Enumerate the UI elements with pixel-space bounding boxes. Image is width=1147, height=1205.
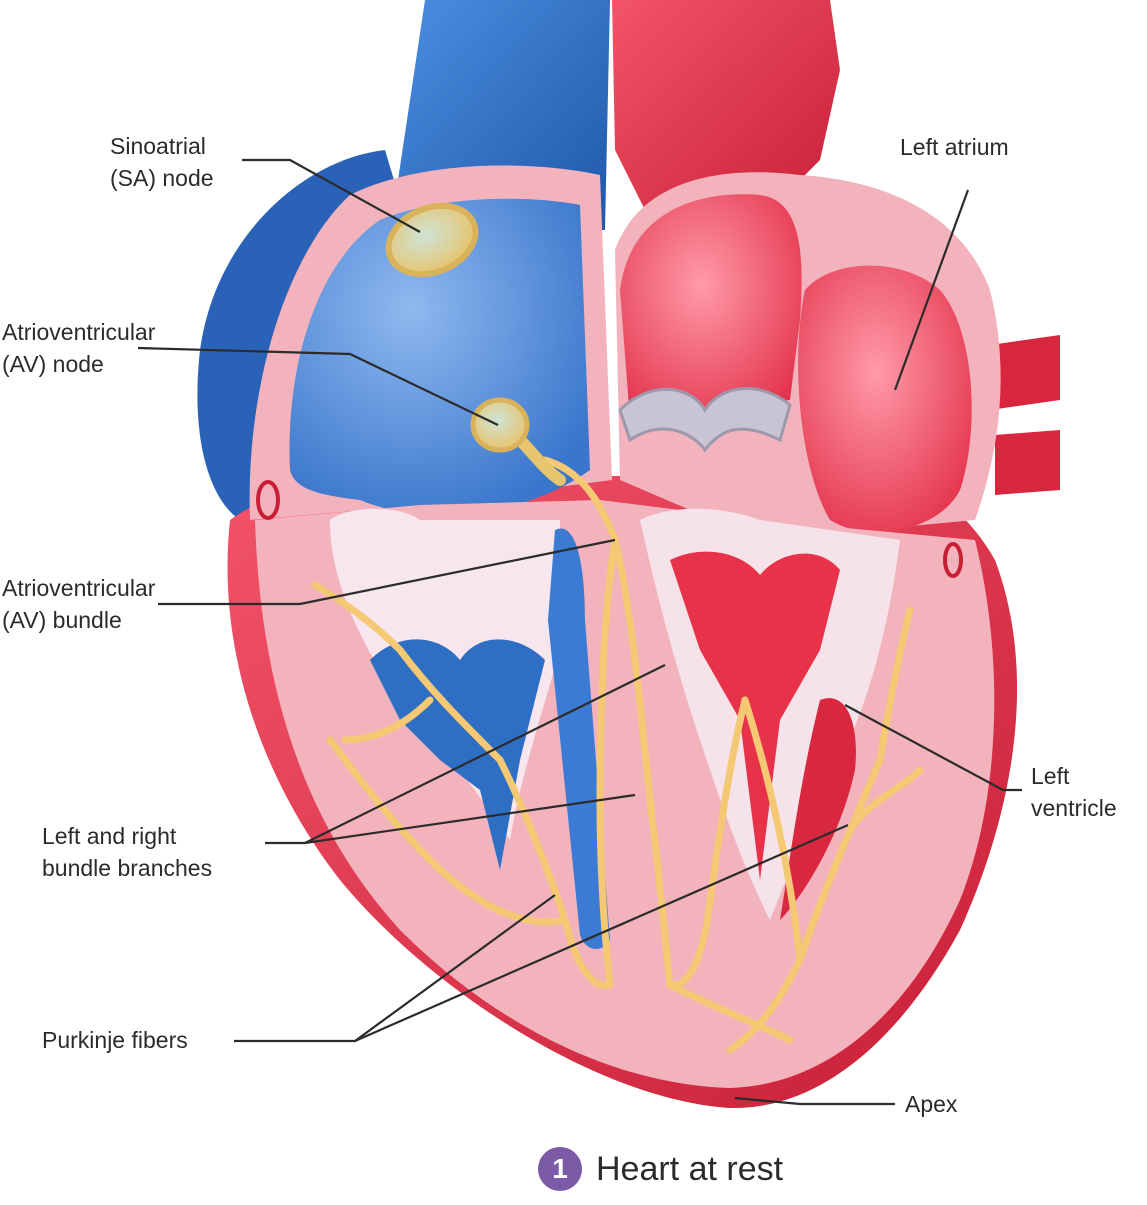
label-purkinje-fibers: Purkinje fibers (42, 1024, 188, 1056)
label-bundle-branches: Left and right bundle branches (42, 820, 212, 884)
label-apex-line1: Apex (905, 1091, 958, 1117)
mitral-valve (670, 551, 840, 880)
conduction-system (311, 456, 924, 1054)
label-av-bundle-line1: Atrioventricular (2, 575, 156, 601)
leader-left-atrium (893, 189, 970, 391)
leader-bundle-branch-right (304, 793, 636, 845)
caption-text: Heart at rest (596, 1149, 784, 1188)
label-left-atrium: Left atrium (900, 131, 1009, 163)
label-sa-node-line2: (SA) node (110, 165, 214, 191)
right-bundle-branch (496, 536, 619, 989)
label-sa-node: Sinoatrial (SA) node (110, 130, 214, 194)
figure-caption: 1 Heart at rest (538, 1142, 783, 1196)
left-bundle-branch (611, 536, 749, 989)
label-av-node-line2: (AV) node (2, 351, 104, 377)
av-node (470, 397, 530, 453)
leader-left-ventricle (844, 704, 1022, 792)
aorta (612, 0, 840, 220)
label-left-atrium-line1: Left atrium (900, 134, 1009, 160)
label-left-ventricle-line1: Left (1031, 763, 1070, 789)
aortic-valve (618, 387, 792, 453)
label-av-node: Atrioventricular (AV) node (2, 316, 155, 380)
sa-node (385, 202, 479, 278)
label-bundle-branches-line2: bundle branches (42, 855, 213, 881)
av-node-stalk (514, 434, 566, 486)
left-ventricle-papillary (780, 698, 856, 920)
label-av-bundle-line2: (AV) bundle (2, 607, 122, 633)
label-apex: Apex (905, 1088, 957, 1120)
label-purkinje-line1: Purkinje fibers (42, 1027, 188, 1053)
av-bundle-path (541, 456, 619, 544)
label-av-node-line1: Atrioventricular (2, 319, 156, 345)
purkinje-right (311, 581, 569, 926)
leader-lines (137, 158, 1022, 1106)
pulmonary-vein-lower (995, 430, 1060, 495)
leader-av-bundle (158, 538, 616, 606)
leader-sa-node (242, 158, 421, 233)
left-coronary-vessel (943, 542, 963, 578)
label-left-ventricle-line2: ventricle (1031, 795, 1117, 821)
leader-apex (734, 1096, 895, 1106)
tricuspid-valve (370, 639, 545, 870)
right-coronary-vessel (256, 480, 280, 520)
label-left-ventricle: Left ventricle (1031, 760, 1117, 824)
label-sa-node-line1: Sinoatrial (110, 133, 206, 159)
step-number-badge: 1 (538, 1147, 582, 1191)
purkinje-left (666, 606, 924, 1054)
leader-purkinje-b (354, 823, 849, 1043)
interventricular-septum-blue (548, 528, 610, 950)
pulmonary-vein-upper (990, 335, 1060, 410)
label-av-bundle: Atrioventricular (AV) bundle (2, 572, 155, 636)
aortic-root (620, 194, 802, 420)
left-atrium-chamber (798, 265, 972, 533)
leader-av-node (137, 346, 499, 426)
label-bundle-branches-line1: Left and right (42, 823, 177, 849)
